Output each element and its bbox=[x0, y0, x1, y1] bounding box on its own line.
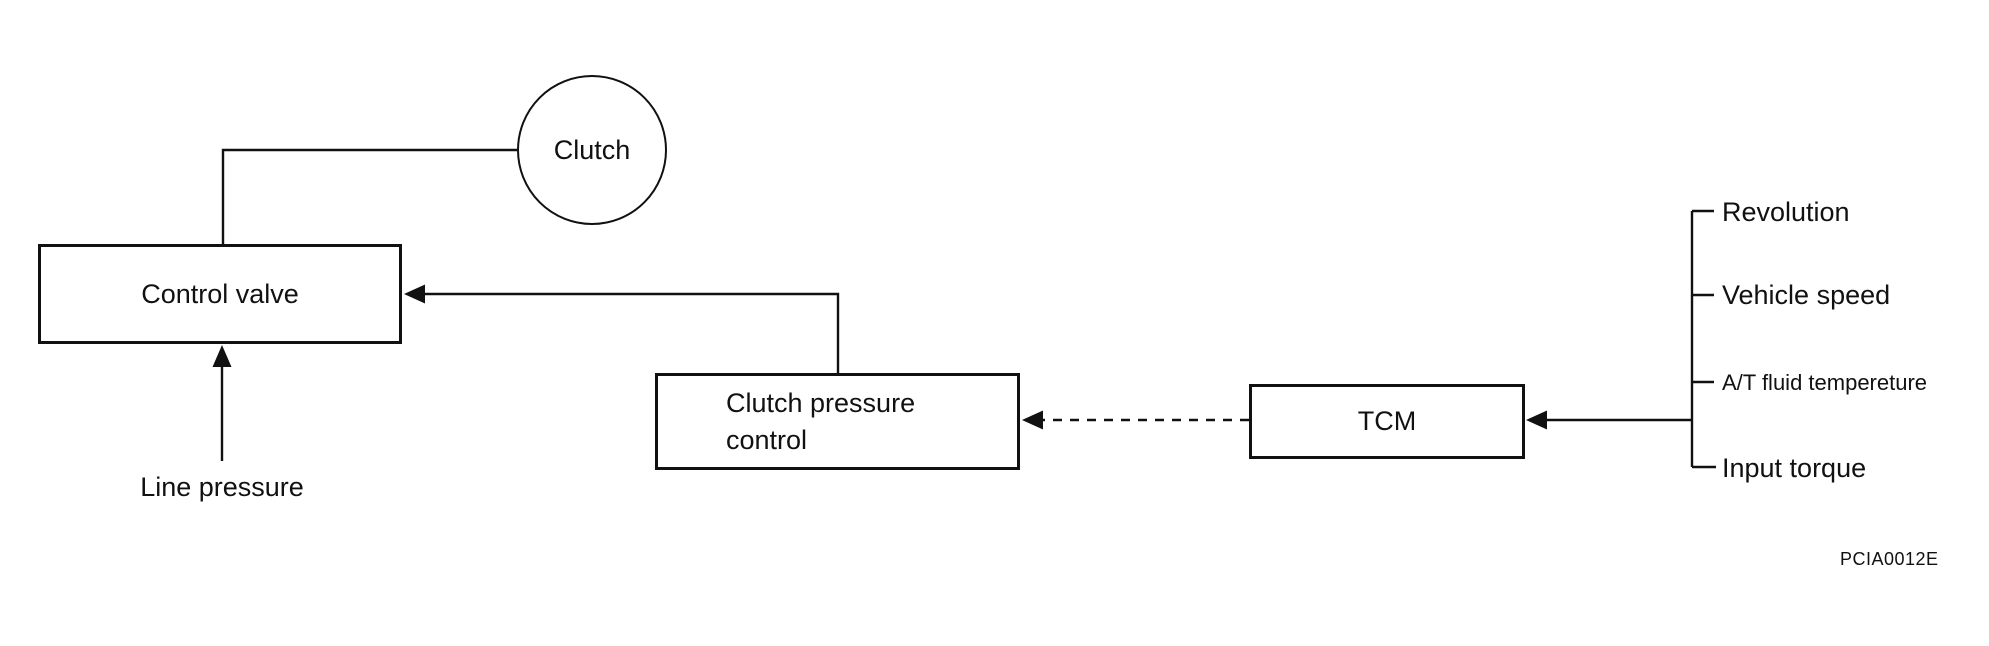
tcm-input-label-vehicle-speed: Vehicle speed bbox=[1722, 280, 1891, 310]
node-control-valve: Control valve bbox=[38, 244, 402, 344]
figure-code: PCIA0012E bbox=[1840, 549, 1939, 569]
node-clutch-pressure-control-label: Clutch pressure control bbox=[726, 388, 916, 455]
node-clutch: Clutch bbox=[517, 75, 667, 225]
node-clutch-label: Clutch bbox=[553, 134, 631, 165]
node-control-valve-label: Control valve bbox=[141, 278, 299, 309]
arrowhead-into-clutch-pressure-control bbox=[1022, 410, 1043, 430]
tcm-input-label-revolution: Revolution bbox=[1722, 197, 1850, 227]
line-pressure-label: Line pressure bbox=[140, 472, 304, 502]
node-tcm: TCM bbox=[1249, 384, 1525, 459]
arrowhead-into-tcm bbox=[1526, 410, 1547, 430]
tcm-input-label-fluid-temperature: A/T fluid tempereture bbox=[1722, 370, 1928, 395]
connector-clutch-to-control-valve bbox=[221, 148, 517, 244]
arrowhead-line-pressure bbox=[212, 345, 232, 367]
arrowhead-into-control-valve bbox=[404, 284, 425, 304]
node-tcm-label: TCM bbox=[1357, 406, 1417, 437]
connector-feedback-line bbox=[424, 292, 840, 373]
tcm-input-label-input-torque: Input torque bbox=[1722, 453, 1867, 483]
node-clutch-pressure-control: Clutch pressure control bbox=[655, 373, 1020, 470]
